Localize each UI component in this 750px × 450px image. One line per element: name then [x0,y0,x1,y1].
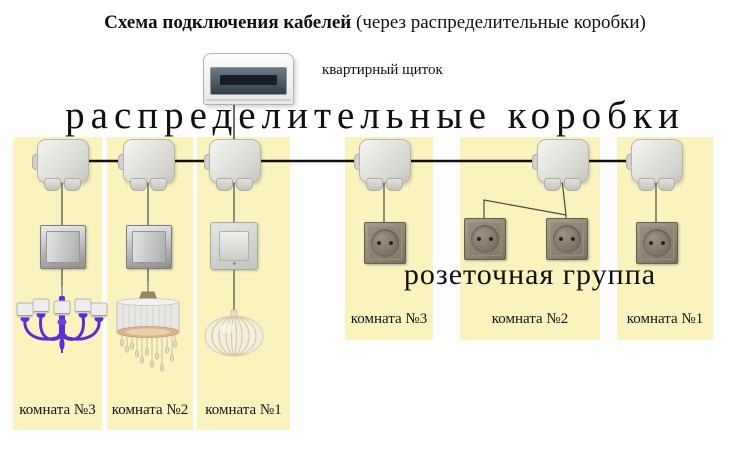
panel-lip [206,99,291,101]
crystal-drum-chandelier-image [116,282,180,372]
purple-chandelier-image [16,286,108,353]
outlet-room3 [364,222,406,264]
lighting-room-label-1: комната №1 [205,402,282,418]
outlet-room1 [636,222,678,264]
socket-room-label-2: комната №2 [491,311,569,327]
light-switch-room2 [126,225,172,269]
junction-box-6 [626,139,683,191]
outlet-room2-left [464,218,506,260]
outlet-room2-right [546,218,588,260]
page-title-sub: (через распределительные коробки) [356,12,646,33]
page-title: Схема подключения кабелей (через распред… [0,12,750,35]
socket-room-label-3: комната №3 [350,311,428,327]
apartment-panel-image [203,53,294,105]
light-switch-room3 [40,225,86,269]
panel-window [210,67,287,95]
light-switch-room1 [210,222,258,270]
pendant-lamp-image [204,309,264,357]
page-title-main: Схема подключения кабелей [104,12,352,33]
socket-group-header: розеточная группа [403,258,657,291]
junction-box-1 [32,139,89,191]
junction-box-5 [532,139,589,191]
junction-boxes-header: распределительные коробки [65,94,685,137]
panel-window-inner [220,75,277,85]
lighting-room-label-3: комната №3 [19,402,96,418]
junction-box-4 [354,139,411,191]
junction-box-3 [204,139,261,191]
junction-box-2 [118,139,175,191]
lighting-room-label-2: комната №2 [111,402,189,418]
apartment-panel-label: квартирный щиток [322,62,443,78]
socket-room-label-1: комната №1 [626,311,704,327]
